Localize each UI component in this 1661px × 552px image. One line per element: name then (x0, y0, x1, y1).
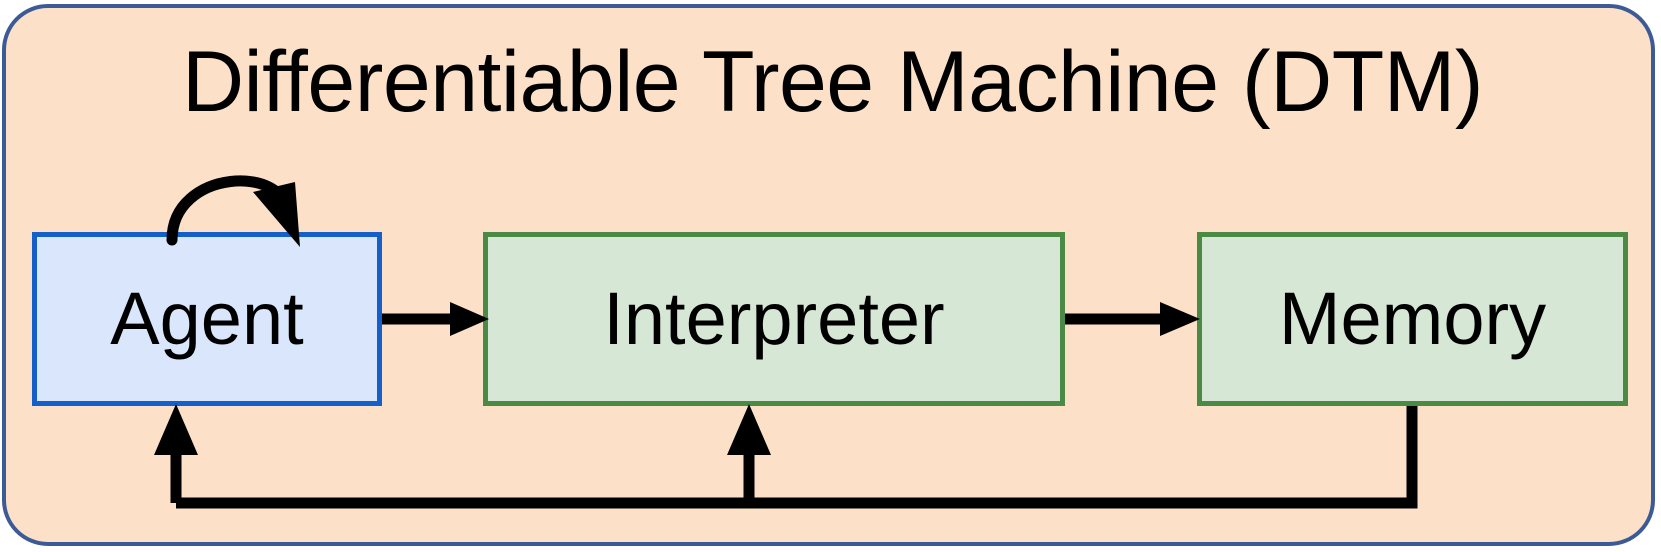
node-interpreter-label: Interpreter (603, 277, 945, 360)
node-agent-label: Agent (110, 277, 304, 360)
page-title: Differentiable Tree Machine (DTM) (181, 34, 1484, 130)
node-agent[interactable]: Agent (32, 232, 382, 406)
node-memory[interactable]: Memory (1197, 232, 1628, 406)
node-memory-label: Memory (1278, 277, 1547, 360)
node-interpreter[interactable]: Interpreter (483, 232, 1065, 406)
